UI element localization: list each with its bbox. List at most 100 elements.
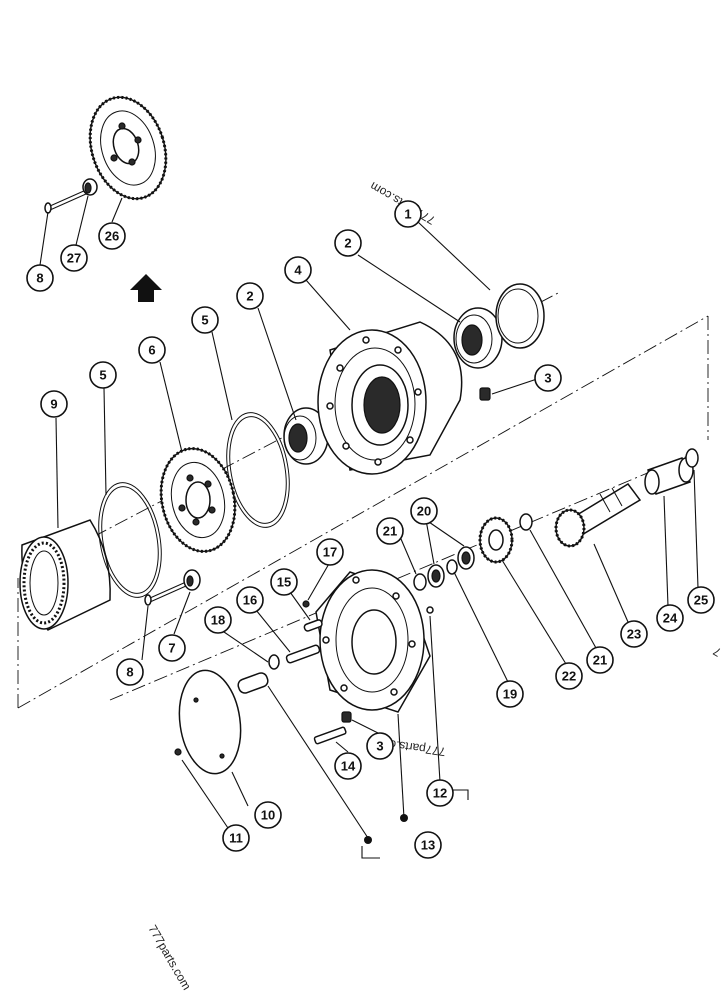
seal-1 (495, 283, 545, 349)
callout-15: 15 (270, 568, 298, 596)
callout-22: 22 (555, 662, 583, 690)
stud-14 (313, 726, 347, 745)
callout-1: 1 (394, 200, 422, 228)
svg-text:19: 19 (503, 687, 517, 702)
svg-text:18: 18 (211, 613, 225, 628)
bolt-8-top (44, 189, 87, 214)
snap-ring-25 (685, 448, 699, 468)
svg-text:10: 10 (261, 808, 275, 823)
svg-text:16: 16 (243, 593, 257, 608)
top-gear-26 (88, 95, 168, 201)
washer-18 (268, 654, 280, 670)
callout-13: 13 (414, 831, 442, 859)
svg-text:23: 23 (627, 627, 641, 642)
planet-carrier-13 (315, 569, 431, 713)
callout-23: 23 (620, 620, 648, 648)
callout-3-lower: 3 (366, 732, 394, 760)
shaft-18 (237, 672, 269, 694)
spacer-19 (446, 559, 458, 575)
nut-3-lower (341, 711, 352, 723)
callout-24: 24 (656, 604, 684, 632)
callout-27: 27 (60, 244, 88, 272)
plug-3-upper (479, 387, 491, 401)
callout-25: 25 (687, 586, 715, 614)
watermark-bottom: 777parts.com (145, 923, 193, 993)
snap-ring-5-left (98, 482, 162, 598)
svg-text:6: 6 (148, 343, 155, 358)
svg-text:3: 3 (376, 739, 383, 754)
svg-text:8: 8 (36, 271, 43, 286)
pin-15 (303, 619, 323, 632)
svg-text:14: 14 (341, 759, 356, 774)
callout-7: 7 (158, 634, 186, 662)
watermark-partial: 7 (710, 644, 723, 660)
bearing-2-middle (283, 407, 329, 465)
svg-text:1: 1 (404, 207, 411, 222)
svg-text:25: 25 (694, 593, 708, 608)
callouts: 1 2 2 3 3 4 5 5 6 7 8 8 9 10 11 12 13 14… (26, 200, 715, 859)
needle-bearing-20-b (457, 546, 475, 570)
callout-16: 16 (236, 586, 264, 614)
svg-text:21: 21 (593, 653, 607, 668)
svg-text:9: 9 (50, 397, 57, 412)
svg-text:21: 21 (383, 524, 397, 539)
callout-5-left: 5 (89, 361, 117, 389)
screw-11 (174, 748, 182, 756)
callout-19: 19 (496, 680, 524, 708)
pin-12 (426, 606, 434, 614)
callout-4: 4 (284, 256, 312, 284)
sprocket-6 (159, 447, 237, 553)
callout-10: 10 (254, 801, 282, 829)
ring-gear-9 (19, 519, 111, 631)
sleeve-24 (644, 457, 694, 495)
pin-16 (285, 644, 321, 664)
bolt-8-lower (144, 581, 187, 606)
cover-plate-10 (178, 669, 242, 775)
callout-14: 14 (334, 752, 362, 780)
svg-text:20: 20 (417, 504, 431, 519)
sun-shaft-23 (554, 483, 642, 548)
svg-text:11: 11 (229, 831, 243, 846)
washer-21-right (519, 513, 533, 531)
callout-2-middle: 2 (236, 282, 264, 310)
callout-11: 11 (222, 824, 250, 852)
svg-text:8: 8 (126, 665, 133, 680)
svg-text:3: 3 (544, 371, 551, 386)
callout-26: 26 (98, 222, 126, 250)
callout-21-left: 21 (376, 517, 404, 545)
washer-21-left (413, 573, 427, 591)
callout-8-lower: 8 (116, 658, 144, 686)
svg-text:12: 12 (433, 786, 447, 801)
screw-17 (302, 600, 310, 608)
svg-text:4: 4 (294, 263, 302, 278)
svg-text:7: 7 (168, 641, 175, 656)
leader-lines (39, 195, 699, 859)
callout-17: 17 (316, 538, 344, 566)
callout-21-right: 21 (586, 646, 614, 674)
up-arrow-icon (130, 274, 162, 302)
svg-text:22: 22 (562, 669, 576, 684)
svg-text:24: 24 (663, 611, 678, 626)
callout-8-top: 8 (26, 264, 54, 292)
hub-housing-4 (317, 321, 463, 475)
svg-text:5: 5 (201, 313, 208, 328)
svg-text:5: 5 (99, 368, 106, 383)
needle-bearing-20-a (427, 564, 445, 588)
svg-text:13: 13 (421, 838, 435, 853)
svg-text:27: 27 (67, 251, 81, 266)
callout-18: 18 (204, 606, 232, 634)
washer-7 (183, 569, 201, 591)
washer-27 (82, 178, 98, 196)
planet-gear-22 (478, 516, 514, 564)
svg-text:17: 17 (323, 545, 337, 560)
svg-text:26: 26 (105, 229, 119, 244)
callout-3-upper: 3 (534, 364, 562, 392)
svg-text:15: 15 (277, 575, 291, 590)
svg-text:2: 2 (344, 236, 351, 251)
callout-6: 6 (138, 336, 166, 364)
callout-9: 9 (40, 390, 68, 418)
callout-2-top: 2 (334, 229, 362, 257)
callout-20: 20 (410, 497, 438, 525)
bearing-2-upper (453, 307, 503, 369)
